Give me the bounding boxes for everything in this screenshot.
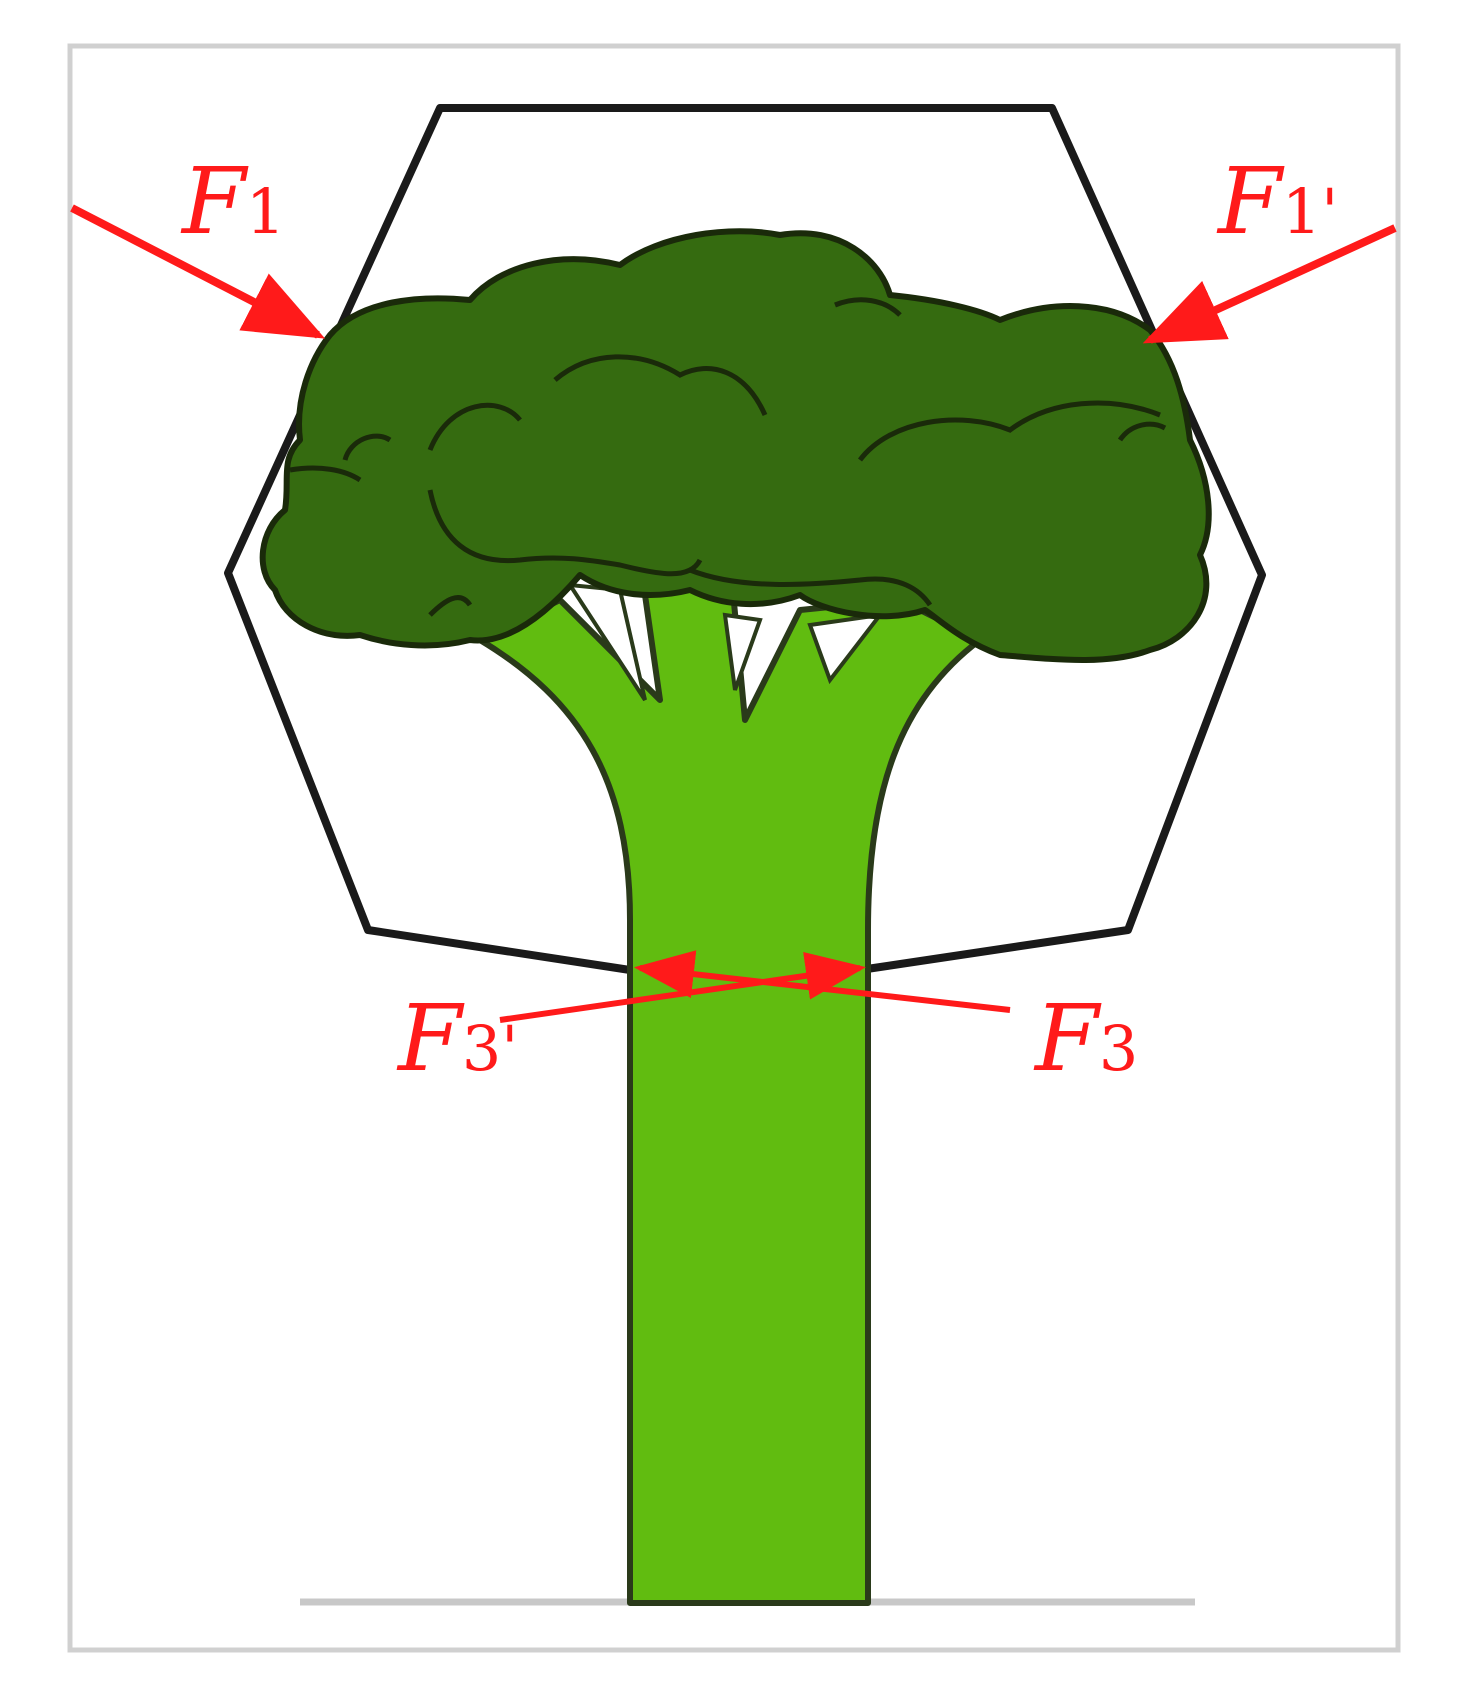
label-f3: F3	[1033, 985, 1138, 1092]
force-arrow-f1-prime	[1142, 224, 1397, 344]
force-arrow-f3-prime	[499, 951, 866, 1023]
label-f1-sub: 1	[246, 175, 285, 248]
label-f1-prime-main: F	[1216, 148, 1285, 255]
label-f1-prime: F1'	[1216, 148, 1338, 255]
label-f3-sub: 3	[1099, 1012, 1138, 1085]
label-f3-prime-sub: 3'	[462, 1012, 519, 1085]
label-f1-prime-sub: 1'	[1282, 175, 1339, 248]
label-f3-main: F	[1033, 985, 1102, 1092]
force-arrows	[70, 204, 1397, 1023]
image-frame	[67, 43, 1401, 1653]
label-f3-prime-main: F	[396, 985, 465, 1092]
label-f1-main: F	[180, 148, 249, 255]
broccoli-florets	[259, 228, 1212, 663]
force-arrow-f1	[70, 204, 326, 339]
broccoli-stem	[477, 557, 983, 1606]
label-f3-prime: F3'	[396, 985, 518, 1092]
label-f1: F1	[180, 148, 285, 255]
